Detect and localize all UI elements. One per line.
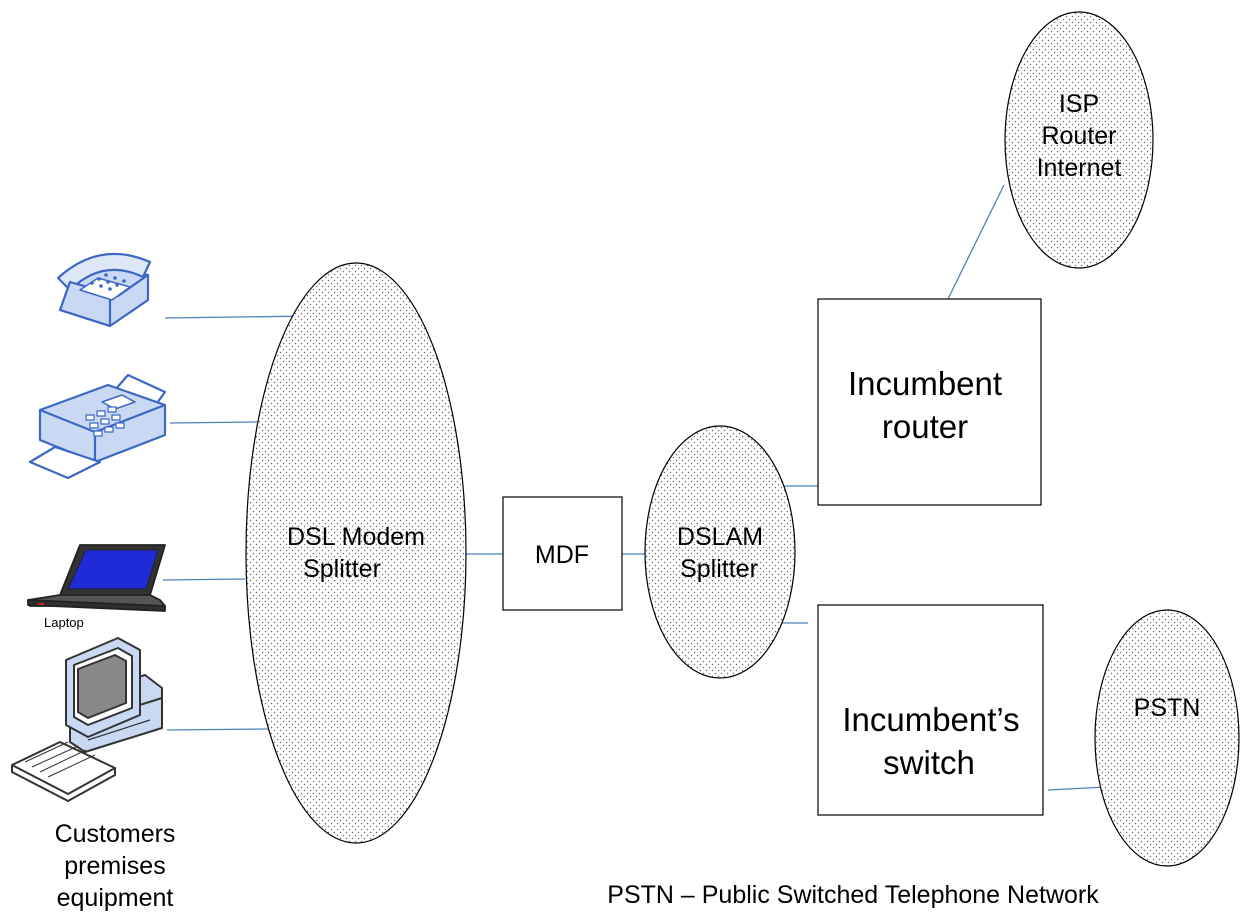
customer-caption-line-2: premises <box>64 852 165 880</box>
mdf-box <box>502 496 623 611</box>
computer-link <box>166 728 271 731</box>
incumbent-switch-label-1: Incumbent’s <box>842 701 1019 738</box>
mdf-node: MDF <box>502 496 623 611</box>
isp-label-3: Internet <box>1037 154 1122 182</box>
dsl-modem-label-2: Splitter <box>303 555 381 583</box>
laptop-icon <box>27 544 166 612</box>
laptop-label: Laptop <box>44 615 84 630</box>
desktop-computer-icon <box>11 637 163 802</box>
connectors <box>162 184 1107 791</box>
pstn-footnote: PSTN – Public Switched Telephone Network <box>607 881 1099 909</box>
customer-caption-line-3: equipment <box>57 884 174 912</box>
fax-icon <box>28 373 167 480</box>
isp-label-1: ISP <box>1059 90 1099 118</box>
isp-node: ISP Router Internet <box>1004 11 1154 269</box>
pstn-ellipse <box>1094 609 1240 867</box>
dslam-splitter: DSLAM Splitter <box>644 425 796 679</box>
dslam-label-2: Splitter <box>680 555 758 583</box>
switch-pstn-link <box>1047 786 1107 791</box>
isp-ellipse <box>1004 11 1154 269</box>
incumbent-switch-box <box>817 604 1044 816</box>
customer-caption-line-1: Customers <box>55 820 176 848</box>
pstn-node: PSTN <box>1094 609 1240 867</box>
incumbent-router-box <box>817 298 1042 506</box>
incumbent-router-label-2: router <box>882 408 968 445</box>
customer-caption: Customers premises equipment <box>55 820 176 912</box>
laptop-link <box>162 578 246 581</box>
isp-label-2: Router <box>1041 122 1116 150</box>
telephone-icon <box>56 252 152 328</box>
phone-link <box>164 315 313 319</box>
mdf-label: MDF <box>535 541 589 569</box>
router-isp-link <box>947 184 1005 300</box>
fax-link <box>169 421 258 424</box>
incumbent-switch-node: Incumbent’s switch <box>817 604 1044 816</box>
dsl-modem-label-1: DSL Modem <box>287 523 425 551</box>
pstn-label: PSTN <box>1134 694 1201 722</box>
dsl-modem-splitter: DSL Modem Splitter <box>245 262 467 844</box>
dslam-ellipse <box>644 425 796 679</box>
incumbent-router-node: Incumbent router <box>817 298 1042 506</box>
incumbent-router-label-1: Incumbent <box>848 365 1002 402</box>
incumbent-switch-label-2: switch <box>883 744 975 781</box>
dsl-modem-ellipse <box>245 262 467 844</box>
dslam-label-1: DSLAM <box>677 523 763 551</box>
